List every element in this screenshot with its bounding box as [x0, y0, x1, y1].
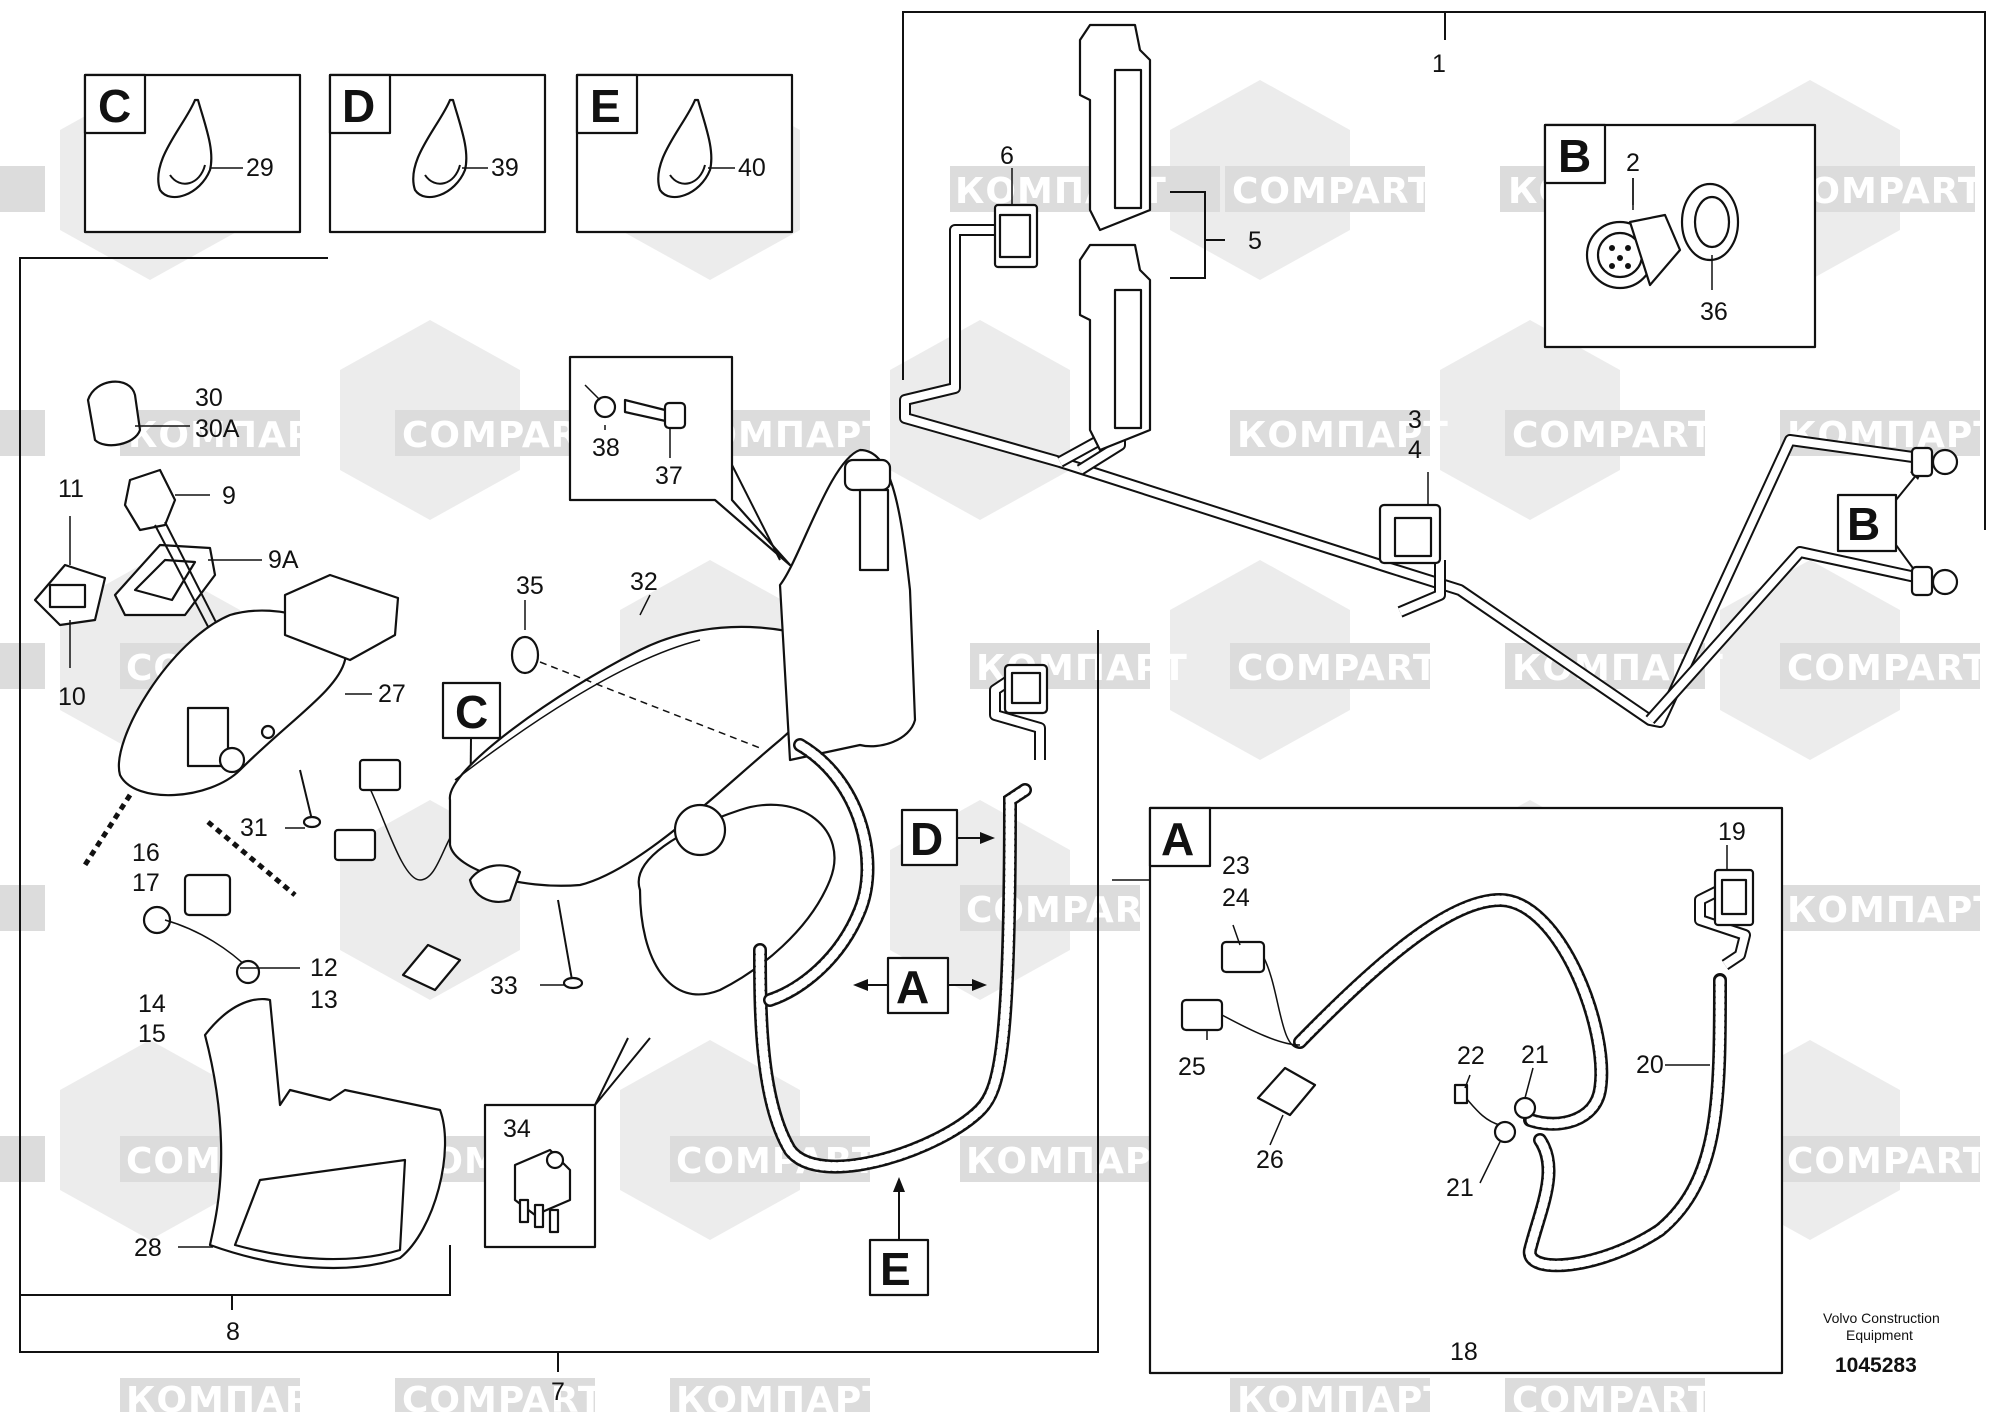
- callout-28: 28: [134, 1234, 162, 1262]
- watermark-text: КОМПАРТ: [676, 1380, 888, 1412]
- callout-10: 10: [58, 683, 86, 711]
- detail-box-label: B: [1558, 130, 1591, 182]
- control-panel-assembly: [33, 380, 466, 1270]
- callout-13: 13: [310, 986, 338, 1014]
- callout-9a: 9A: [268, 546, 299, 574]
- watermark-text: COMPART: [1787, 648, 1988, 689]
- watermark-text: COMPART: [966, 890, 1167, 931]
- callout-16: 16: [132, 839, 160, 867]
- callout-18: 18: [1450, 1338, 1478, 1366]
- callout-8: 8: [226, 1318, 240, 1346]
- watermark-text: COMPART: [1787, 1141, 1988, 1182]
- callout-2: 2: [1626, 149, 1640, 177]
- callout-37: 37: [655, 462, 683, 490]
- callout-20: 20: [1636, 1051, 1664, 1079]
- callout-9: 9: [222, 482, 236, 510]
- reference-tag-label: C: [455, 686, 488, 738]
- callout-15: 15: [138, 1020, 166, 1048]
- callout-25: 25: [1178, 1053, 1206, 1081]
- reference-tag-label: D: [910, 813, 943, 865]
- callout-32: 32: [630, 568, 658, 596]
- callout-4: 4: [1408, 436, 1422, 464]
- watermark-text: COMPART: [1237, 648, 1438, 689]
- callout-29: 29: [246, 154, 274, 182]
- callout-26: 26: [1256, 1146, 1284, 1174]
- detail-box-label: C: [98, 80, 131, 132]
- watermark-text: КОМПАРТ: [966, 1141, 1178, 1182]
- drawing-number: 1045283: [1835, 1354, 1917, 1377]
- watermark-text: COMPART: [1512, 415, 1713, 456]
- reference-tag-c: C: [441, 681, 502, 845]
- company-name-line1: Volvo Construction: [1823, 1310, 1940, 1326]
- callout-leaders: [69, 168, 1728, 1248]
- callout-30a: 30A: [195, 415, 240, 443]
- callout-21a: 21: [1521, 1041, 1549, 1069]
- reference-tag-e: E: [868, 1177, 930, 1297]
- callout-27: 27: [378, 680, 406, 708]
- callout-1: 1: [1432, 50, 1446, 78]
- watermark-text: КОМПАРТ: [1237, 1380, 1449, 1412]
- watermark-text: КОМПАРТ: [128, 415, 340, 456]
- armrest-assembly: [448, 448, 1049, 1174]
- reference-tag-d: D: [900, 808, 995, 867]
- detail-box-label: D: [342, 80, 375, 132]
- watermark-text: КОМПАРТ: [1237, 415, 1449, 456]
- detail-box-34: [483, 1037, 651, 1249]
- callout-6: 6: [1000, 142, 1014, 170]
- callout-19: 19: [1718, 818, 1746, 846]
- callout-numbers: 1 2 3 4 5 6 7 8 9 9A 10 11 12 13 14 15 1…: [58, 50, 1746, 1406]
- main-harness: [899, 23, 1959, 728]
- callout-17: 17: [132, 869, 160, 897]
- callout-11: 11: [58, 475, 84, 503]
- callout-23: 23: [1222, 852, 1250, 880]
- detail-box-d: D: [328, 73, 547, 234]
- callout-22: 22: [1457, 1042, 1485, 1070]
- reference-tag-a: A: [853, 956, 987, 1015]
- reference-tag-label: E: [880, 1243, 911, 1295]
- reference-tag-b: B: [1836, 465, 1925, 583]
- detail-box-38-37: [568, 355, 792, 567]
- callout-5: 5: [1248, 227, 1262, 255]
- watermark-text: COMPART: [1512, 1380, 1713, 1412]
- watermark-text: COMPART: [1232, 171, 1433, 212]
- detail-box-label: E: [590, 80, 621, 132]
- callout-21b: 21: [1446, 1174, 1474, 1202]
- reference-tag-label: B: [1847, 498, 1880, 550]
- watermark-text: КОМПАРТ: [1787, 890, 1999, 931]
- callout-34: 34: [503, 1115, 531, 1143]
- detail-a-parts: [1180, 868, 1755, 1273]
- detail-box-e: E: [575, 73, 794, 234]
- callout-14: 14: [138, 990, 166, 1018]
- callout-33: 33: [490, 972, 518, 1000]
- callout-31: 31: [240, 814, 268, 842]
- callout-12: 12: [310, 954, 338, 982]
- callout-24: 24: [1222, 884, 1250, 912]
- watermark-text: COMPART: [402, 1380, 603, 1412]
- callout-35: 35: [516, 572, 544, 600]
- callout-39: 39: [491, 154, 519, 182]
- callout-36: 36: [1700, 298, 1728, 326]
- company-name-line2: Equipment: [1846, 1327, 1913, 1343]
- detail-box-b: B: [1543, 123, 1817, 349]
- callout-3: 3: [1408, 406, 1422, 434]
- detail-box-c: C: [83, 73, 302, 234]
- detail-box-label: A: [1161, 813, 1194, 865]
- callout-40: 40: [738, 154, 766, 182]
- callout-38: 38: [592, 434, 620, 462]
- callout-30: 30: [195, 384, 223, 412]
- reference-tag-label: A: [896, 961, 929, 1013]
- footer: Volvo Construction Equipment 1045283: [1823, 1310, 1940, 1377]
- callout-7: 7: [551, 1378, 565, 1406]
- watermark-text: КОМПАРТ: [126, 1380, 338, 1412]
